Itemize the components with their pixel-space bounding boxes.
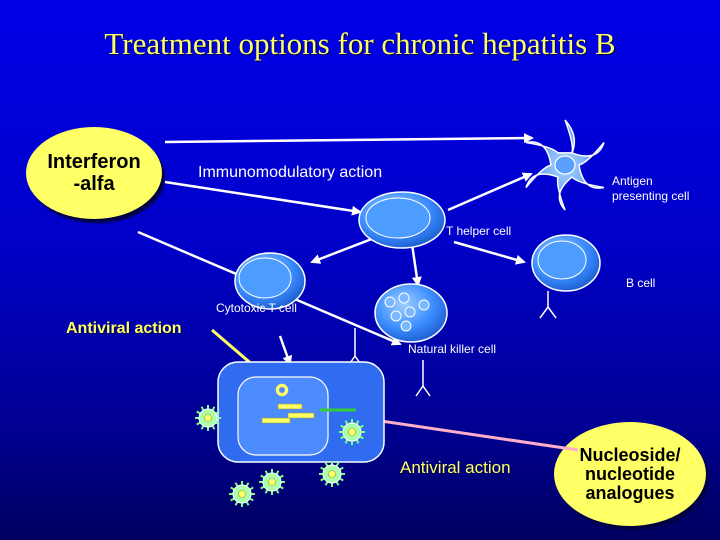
nucleoside-label-line3: analogues xyxy=(585,482,675,503)
cytotoxic-t-cell-label: Cytotoxic T cell xyxy=(216,301,297,315)
t-helper-cell xyxy=(358,191,446,249)
b-cell-label: B cell xyxy=(626,276,656,290)
virus-particle xyxy=(339,419,365,445)
natural-killer-cell-label: Natural killer cell xyxy=(408,342,497,356)
interferon-alfa-oval: Interferon -alfa xyxy=(26,127,162,219)
arrow-to-t-helper xyxy=(164,180,362,216)
arrow-to-apc xyxy=(164,133,534,144)
nucleoside-label-line2: nucleotide xyxy=(584,463,675,484)
natural-killer-cell xyxy=(374,283,448,343)
virus-particle xyxy=(259,469,285,495)
antigen-presenting-label-line2: presenting cell xyxy=(612,189,690,203)
interferon-label-line1: Interferon xyxy=(47,151,141,173)
infected-hepatocyte xyxy=(217,361,385,463)
arrow-immuno-to-apc xyxy=(447,172,533,212)
immunomodulatory-label: Immunomodulatory action xyxy=(198,164,383,181)
antiviral-action-left-label: Antiviral action xyxy=(66,320,182,337)
interferon-label-line2: -alfa xyxy=(73,173,115,195)
antiviral-action-right-label: Antiviral action xyxy=(400,458,511,477)
nucleoside-analogues-oval: Nucleoside/ nucleotide analogues xyxy=(554,422,706,526)
antigen-presenting-cell xyxy=(525,119,605,211)
virus-particle xyxy=(319,461,345,487)
virus-particle xyxy=(195,405,221,431)
arrow-cytotoxic-to-cell xyxy=(278,335,293,366)
antigen-presenting-cell-label: Antigen presenting cell xyxy=(612,174,720,204)
arrow-t-helper-to-nk xyxy=(410,243,422,287)
slide-title: Treatment options for chronic hepatitis … xyxy=(104,26,616,61)
cytotoxic-t-cell xyxy=(234,252,306,310)
b-cell xyxy=(531,234,601,319)
nk-receptor xyxy=(415,360,431,397)
cytotoxic-receptor xyxy=(347,328,363,367)
arrow-t-helper-to-b-cell xyxy=(453,240,526,265)
nucleoside-label-line1: Nucleoside/ xyxy=(579,444,681,465)
t-helper-cell-label: T helper cell xyxy=(446,224,512,238)
antigen-presenting-label-line1: Antigen xyxy=(612,174,653,188)
virus-particle xyxy=(229,481,255,507)
